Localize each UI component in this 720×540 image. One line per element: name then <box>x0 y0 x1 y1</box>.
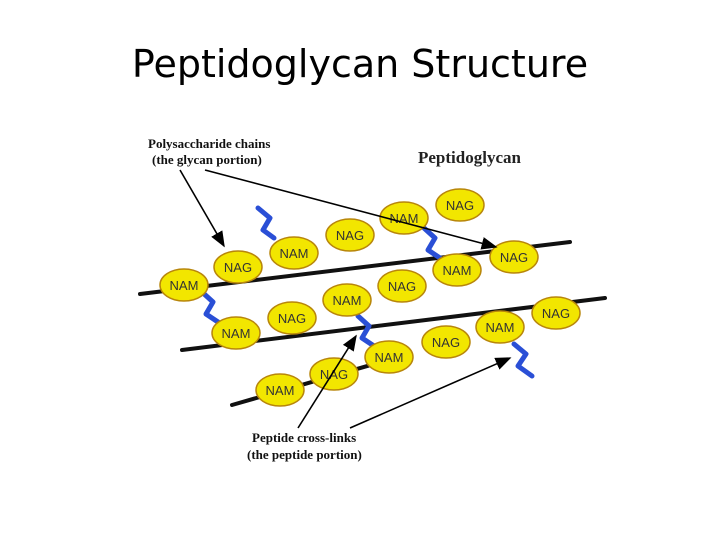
sugar-label: NAG <box>278 311 306 326</box>
sugar-node: NAM <box>322 283 372 317</box>
slide-title: Peptidoglycan Structure <box>131 42 589 86</box>
sugar-label: NAG <box>388 279 416 294</box>
glycan-caption-line2: (the glycan portion) <box>152 152 262 167</box>
glycan-pointer-arrow-1 <box>179 169 225 248</box>
sugar-node: NAG <box>213 250 263 284</box>
sugar-node: NAG <box>267 301 317 335</box>
sugar-label: NAG <box>432 335 460 350</box>
sugar-label: NAG <box>336 228 364 243</box>
peptide-caption-line1: Peptide cross-links <box>252 430 356 445</box>
glycan-pointer-arrow-2 <box>204 169 498 250</box>
sugar-node: NAG <box>489 240 539 274</box>
sugar-node: NAM <box>432 253 482 287</box>
sugar-label: NAM <box>375 350 404 365</box>
sugar-label: NAM <box>486 320 515 335</box>
sugar-label: NAG <box>320 367 348 382</box>
sugar-node: NAG <box>309 357 359 391</box>
glycan-caption-line1: Polysaccharide chains <box>148 136 270 151</box>
sugar-node: NAG <box>377 269 427 303</box>
sugar-label: NAM <box>390 211 419 226</box>
peptide-pointer-arrow-2 <box>349 357 512 429</box>
sugar-label: NAM <box>280 246 309 261</box>
sugar-node: NAM <box>255 373 305 407</box>
sugar-node: NAM <box>475 310 525 344</box>
crosslink-2 <box>421 225 443 261</box>
chain-1: NAM NAG NAM NAG NAM NAG <box>159 188 485 302</box>
sugar-label: NAG <box>224 260 252 275</box>
sugar-label: NAM <box>333 293 362 308</box>
peptide-pointer-arrow-1 <box>297 334 357 429</box>
crosslink-4 <box>355 313 377 349</box>
sugar-node: NAG <box>531 296 581 330</box>
sugar-node: NAG <box>421 325 471 359</box>
chain-3: NAM NAG NAM NAG NAM NAG <box>255 296 581 407</box>
diagram-heading: Peptidoglycan <box>418 148 521 167</box>
sugar-label: NAM <box>170 278 199 293</box>
sugar-label: NAG <box>542 306 570 321</box>
chain-2: NAM NAG NAM NAG NAM NAG <box>211 240 539 350</box>
crosslink-1 <box>255 205 277 241</box>
sugar-node: NAM <box>364 340 414 374</box>
crosslink-5 <box>511 341 535 379</box>
sugar-label: NAG <box>500 250 528 265</box>
sugar-node: NAM <box>211 316 261 350</box>
peptide-caption-line2: (the peptide portion) <box>247 447 362 462</box>
sugar-label: NAM <box>266 383 295 398</box>
sugar-label: NAM <box>443 263 472 278</box>
sugar-node: NAM <box>159 268 209 302</box>
sugar-node: NAM <box>269 236 319 270</box>
sugar-node: NAG <box>435 188 485 222</box>
crosslink-3 <box>199 289 221 325</box>
sugar-label: NAG <box>446 198 474 213</box>
sugar-label: NAM <box>222 326 251 341</box>
sugar-node: NAG <box>325 218 375 252</box>
